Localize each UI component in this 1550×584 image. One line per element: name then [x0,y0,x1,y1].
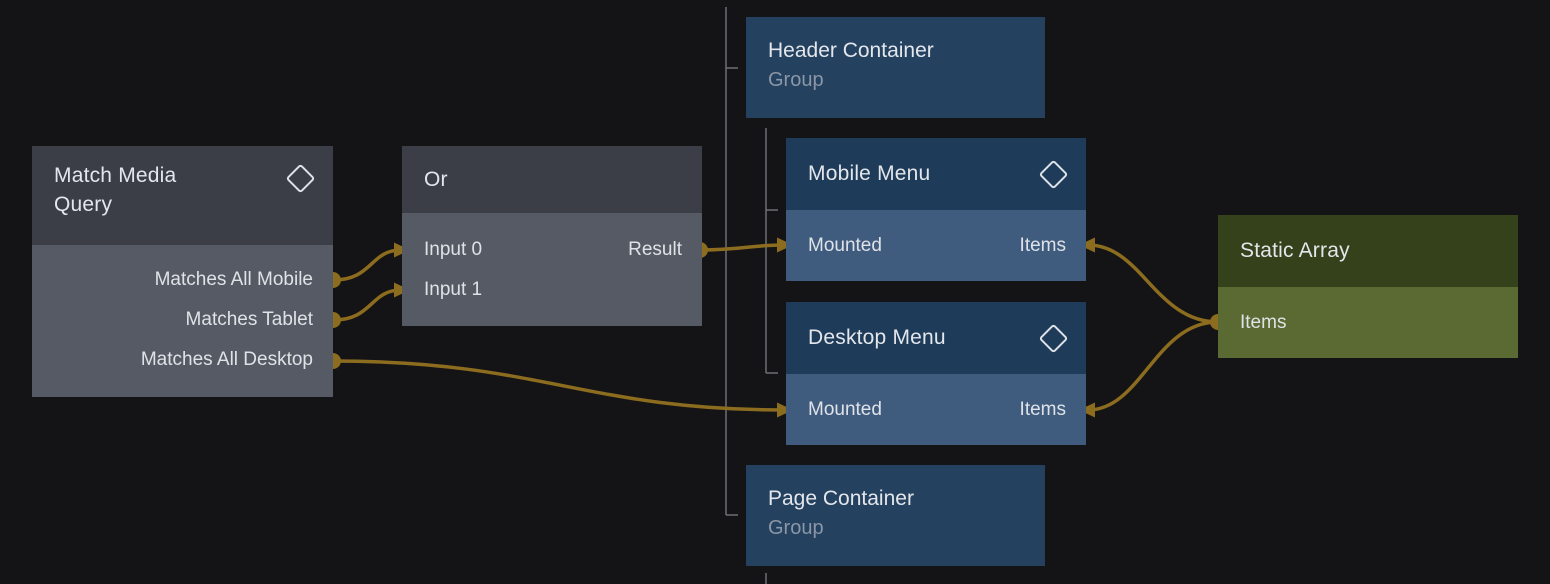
wire-result-to-mounted[interactable] [699,243,785,252]
port-matches-tablet[interactable]: Matches Tablet [32,300,333,340]
port-label: Matches Tablet [185,309,313,330]
node-header-container[interactable]: Header Container Group [746,17,1045,118]
wire-items-to-desktop-items[interactable] [1087,320,1219,412]
port-label: Matches All Desktop [140,349,313,370]
node-title: Page Container [768,487,914,510]
port-input-1[interactable]: Input 1 [424,279,483,300]
node-page-container[interactable]: Page Container Group [746,465,1045,566]
wire-tablet-to-input1[interactable] [332,288,402,322]
node-mobile-menu[interactable]: Mobile Menu Mounted Items [786,138,1086,281]
node-title: Mobile Menu [808,162,931,185]
node-title: Static Array [1240,239,1350,262]
node-desktop-menu[interactable]: Desktop Menu Mounted Items [786,302,1086,445]
node-title: Match Media Query [54,164,177,216]
node-title: Or [424,167,448,191]
port-matches-all-mobile[interactable]: Matches All Mobile [32,260,333,300]
node-or[interactable]: Or Input 0 Result Input 1 [402,146,702,326]
diamond-icon [1038,323,1069,353]
port-matches-all-desktop[interactable]: Matches All Desktop [32,340,333,380]
port-mounted[interactable]: Mounted [808,234,882,256]
node-title: Desktop Menu [808,326,946,349]
port-items[interactable]: Items [1019,398,1066,420]
wire-mobile-to-input0[interactable] [332,248,402,282]
wire-desktop-to-mounted[interactable] [332,359,785,412]
node-title: Header Container [768,39,934,62]
port-items[interactable]: Items [1019,234,1066,256]
diamond-icon [1038,159,1069,189]
diamond-icon [285,163,316,194]
port-input-0[interactable]: Input 0 [424,239,483,260]
node-static-array[interactable]: Static Array Items [1218,215,1518,358]
port-label: Matches All Mobile [154,269,313,290]
node-subtitle: Group [768,69,824,91]
port-items[interactable]: Items [1240,311,1287,333]
port-mounted[interactable]: Mounted [808,398,882,420]
node-match-media-query[interactable]: Match Media Query Matches All Mobile Mat… [32,146,333,397]
node-subtitle: Group [768,517,824,539]
port-result[interactable]: Result [628,239,682,260]
wire-items-to-mobile-items[interactable] [1087,243,1219,324]
